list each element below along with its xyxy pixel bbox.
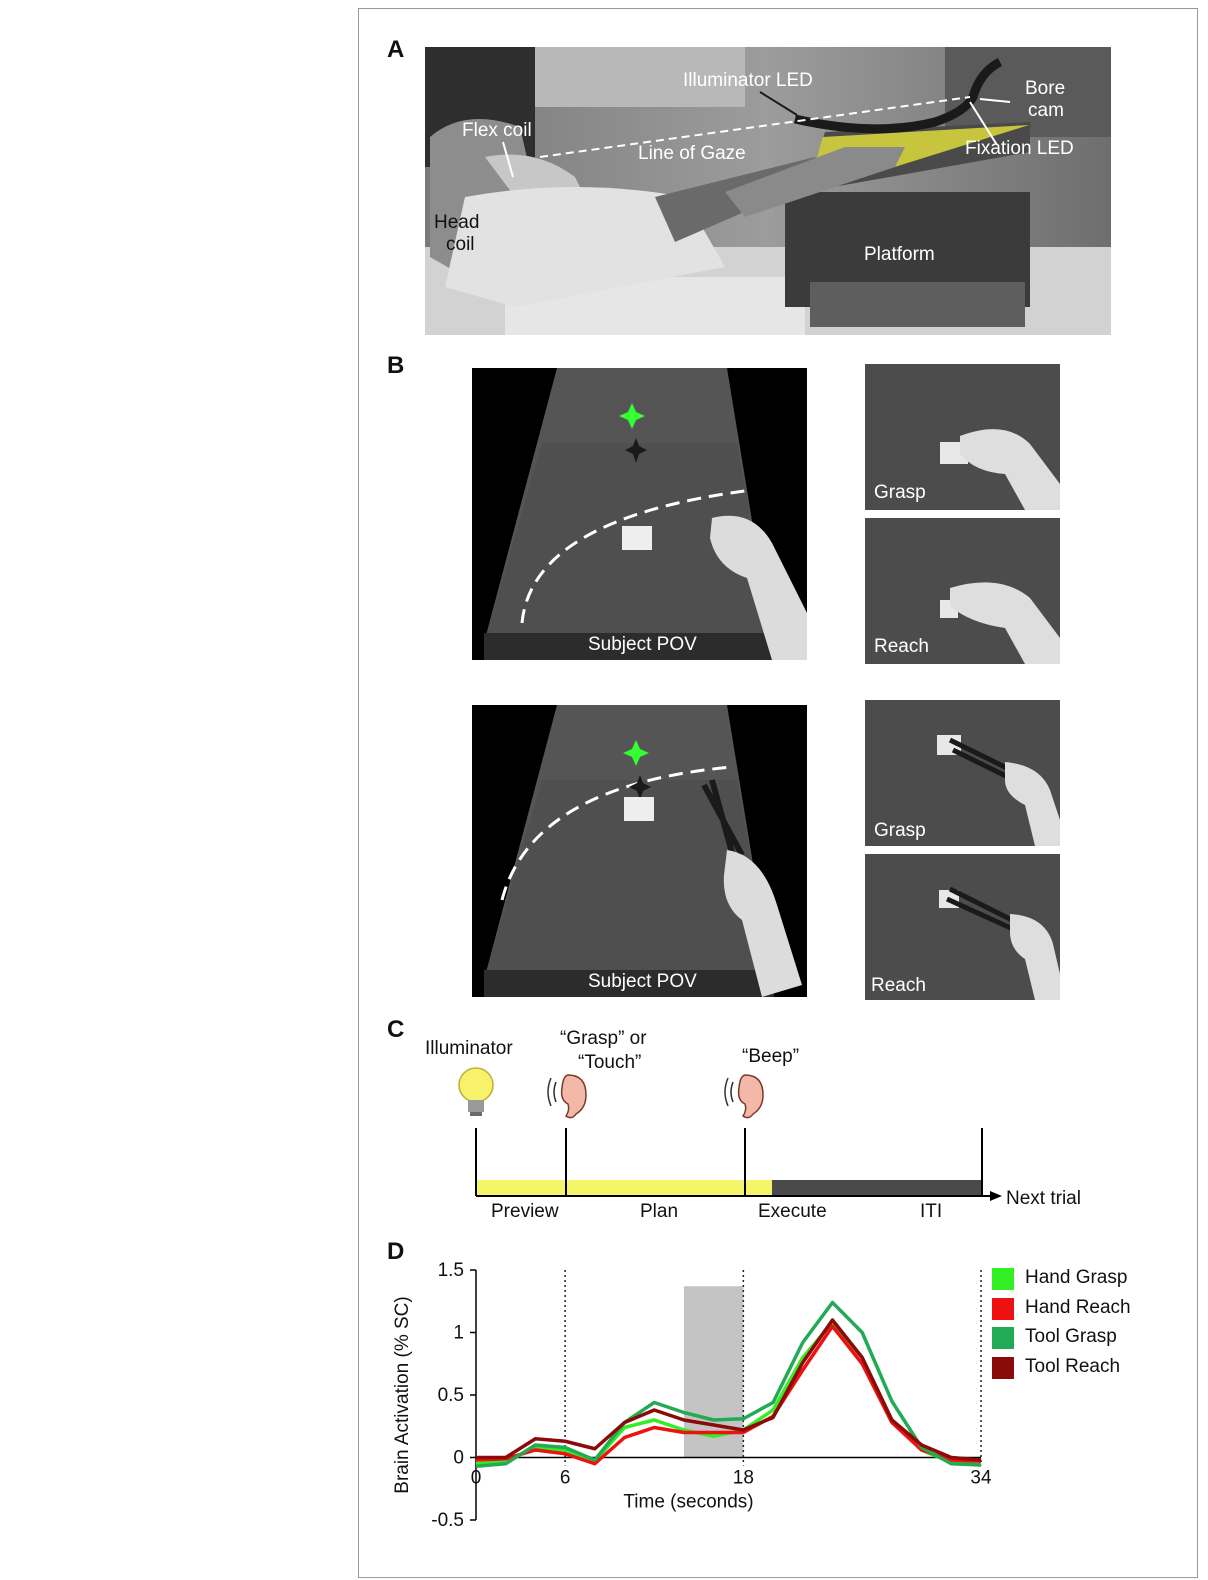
phase-plan: Plan [640, 1201, 679, 1222]
legend-label: Hand Reach [1025, 1296, 1131, 1318]
tool-grasp-label: Grasp [874, 820, 926, 841]
figure-frame [358, 8, 1198, 1578]
brain-activation-chart: -0.5 0 0.5 1 1.5 0 6 18 34 Brain Activation (% S… [392, 1260, 992, 1531]
panel-letter-c: C [387, 1016, 405, 1043]
legend-label: Hand Grasp [1025, 1267, 1128, 1288]
light-on-bar [476, 1180, 772, 1196]
label-flex-coil: Flex coil [462, 120, 532, 141]
chart-y-axis-label: Brain Activation (% SC) [392, 1296, 413, 1493]
legend-swatch [992, 1268, 1014, 1290]
chart-x-tick-label: 34 [970, 1468, 992, 1489]
chart-series-line-hand-reach [475, 1324, 982, 1466]
hand-grasp-label: Grasp [874, 482, 926, 503]
hand-reach-label: Reach [874, 636, 929, 657]
event-illuminator-label: Illuminator [425, 1038, 513, 1059]
hand-reach-photo [865, 518, 1060, 664]
chart-series-line-tool-grasp [475, 1300, 982, 1468]
legend-label: Tool Reach [1025, 1355, 1121, 1377]
label-illuminator-led: Illuminator LED [683, 70, 813, 91]
phase-iti: ITI [920, 1201, 943, 1222]
lightbulb-icon [458, 1067, 494, 1116]
tool-grasp-photo [865, 700, 1060, 846]
mri-setup-illustration [425, 47, 1111, 335]
label-platform: Platform [864, 244, 935, 265]
trial-timeline [458, 1067, 1002, 1201]
pov-hand-label: Subject POV [588, 634, 697, 655]
chart-x-tick-label: 18 [733, 1468, 754, 1489]
legend-swatch [992, 1327, 1014, 1349]
chart-y-tick-label: 1 [453, 1323, 464, 1344]
chart-y-tick-label: 1.5 [438, 1260, 464, 1281]
chart-series-line-tool-reach [476, 1318, 982, 1462]
tool-reach-photo [865, 854, 1060, 1000]
chart-x-tick-label: 6 [560, 1468, 571, 1489]
pov-tool-photo [472, 705, 807, 997]
chart-x-axis-label: Time (seconds) [623, 1492, 753, 1513]
chart-y-tick-label: -0.5 [431, 1510, 464, 1531]
light-off-bar [772, 1180, 982, 1196]
panel-letter-a: A [387, 36, 405, 63]
panel-letter-d: D [387, 1238, 405, 1265]
label-cam: cam [1028, 100, 1064, 121]
label-bore: Bore [1025, 78, 1066, 99]
label-head: Head [434, 212, 480, 233]
label-line-of-gaze: Line of Gaze [638, 143, 746, 164]
next-trial-label: Next trial [1006, 1188, 1081, 1209]
chart-x-tick-label: 0 [471, 1468, 482, 1489]
phase-preview: Preview [491, 1201, 559, 1222]
ear-icon-beep [724, 1074, 764, 1119]
legend-label: Tool Grasp [1025, 1326, 1117, 1347]
label-coil: coil [446, 234, 475, 255]
mri-setup-photo [425, 47, 1111, 335]
legend-swatch [992, 1297, 1014, 1320]
event-cue-label-line1: “Grasp” or [560, 1028, 647, 1049]
chart-y-tick-label: 0 [453, 1448, 464, 1469]
label-fixation-led: Fixation LED [965, 138, 1074, 159]
hand-grasp-photo [865, 364, 1060, 510]
pov-tool-label: Subject POV [588, 971, 697, 992]
chart-y-tick-label: 0.5 [438, 1385, 464, 1406]
event-cue-label-line2: “Touch” [578, 1052, 642, 1073]
tool-reach-label: Reach [871, 975, 926, 996]
panel-letter-b: B [387, 352, 405, 379]
fixation-led-green-tool [623, 740, 649, 766]
event-beep-label: “Beep” [742, 1046, 800, 1067]
phase-execute: Execute [758, 1201, 827, 1222]
fixation-led-green [619, 403, 645, 429]
pov-hand-photo [472, 368, 807, 660]
ear-icon-cue [547, 1074, 587, 1119]
legend-swatch [992, 1356, 1014, 1379]
